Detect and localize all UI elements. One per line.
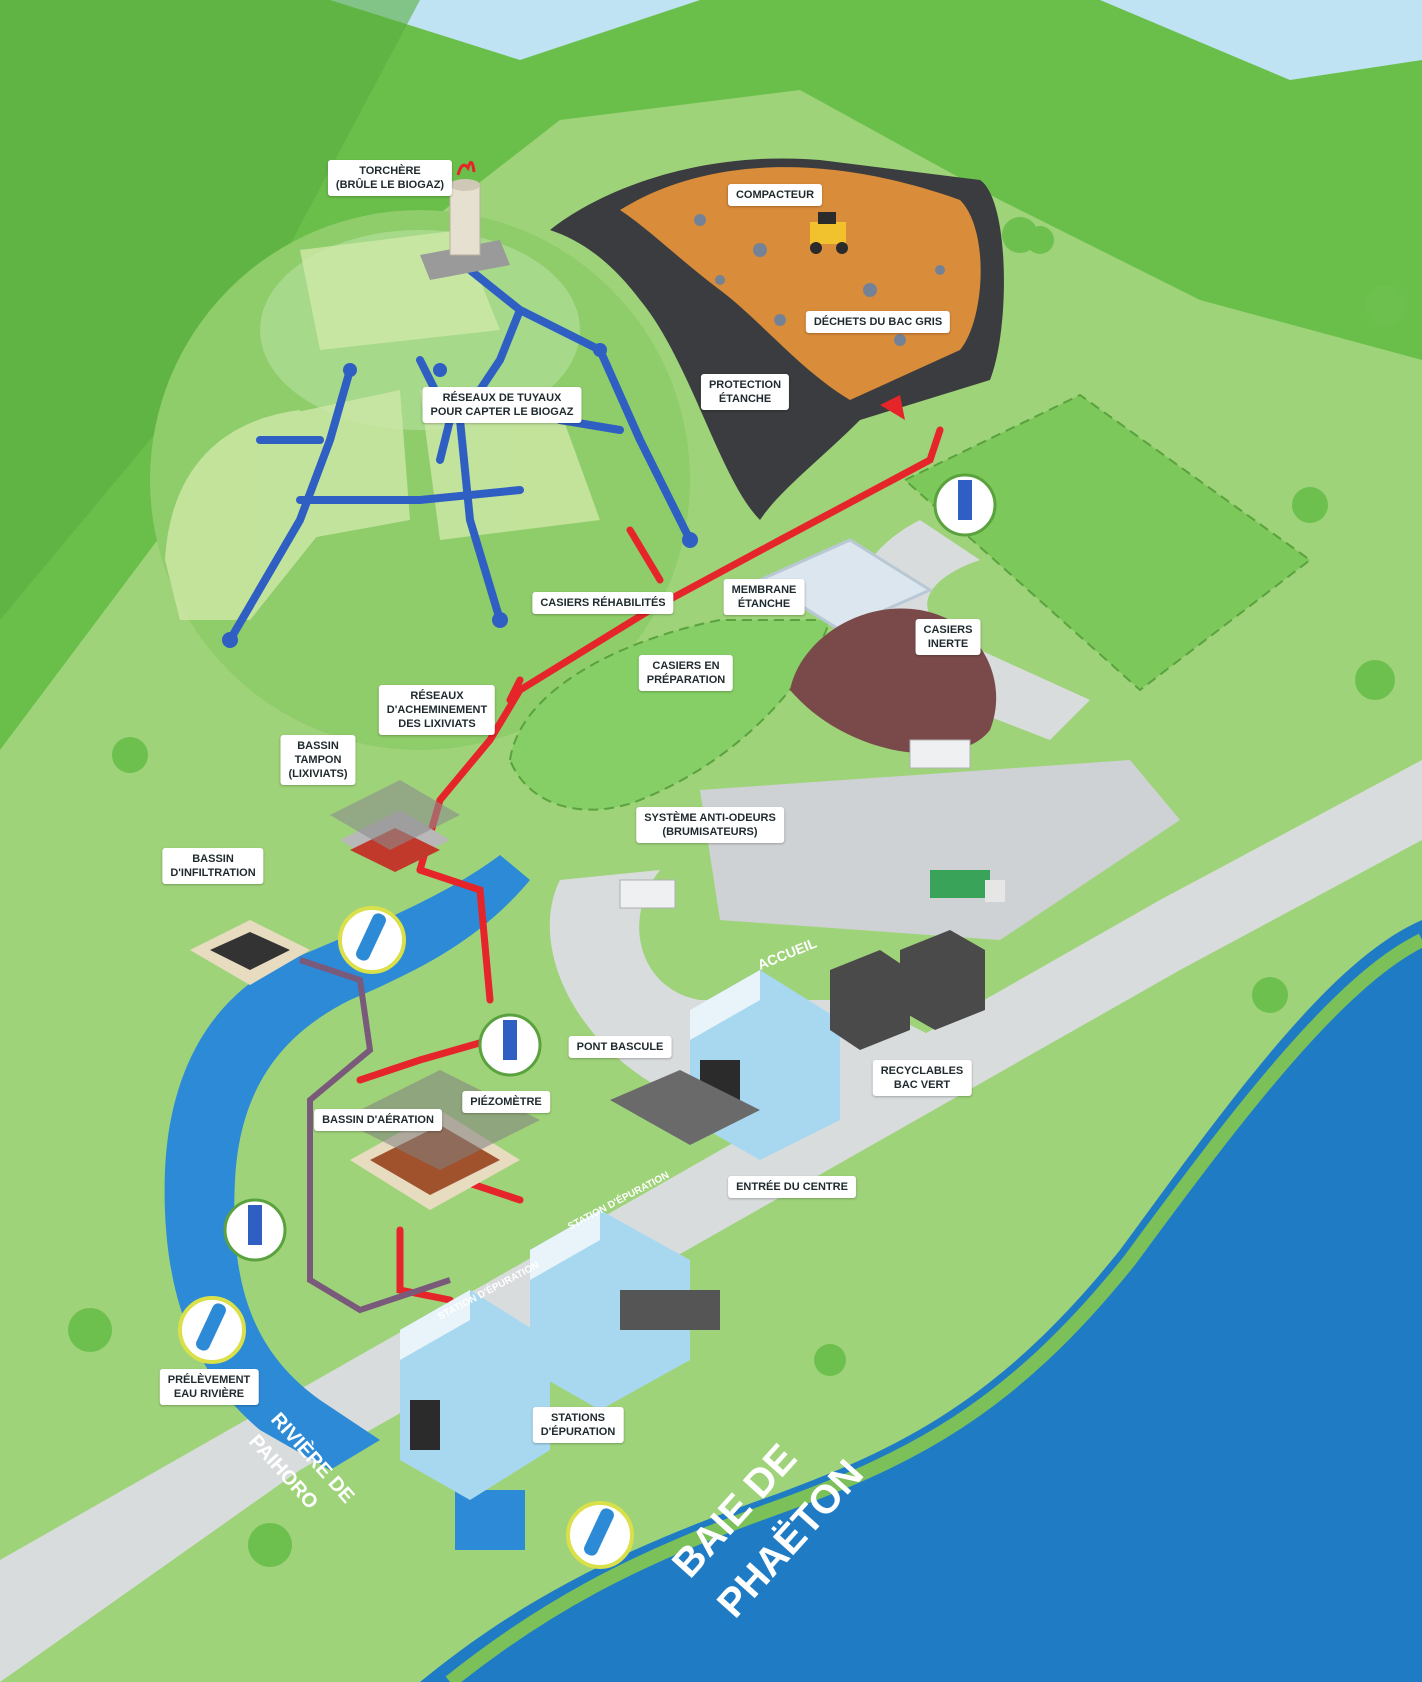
label-pont-bascule: PONT BASCULE — [568, 1036, 672, 1058]
label-bassin-tampon: BASSIN TAMPON (LIXIVIATS) — [280, 735, 356, 785]
recycling-containers — [830, 930, 985, 1050]
shoreline — [445, 933, 1422, 1682]
station-2 — [530, 1210, 690, 1410]
biogas-pipe-ends — [222, 343, 698, 648]
treated-water-pipe — [299, 957, 451, 1314]
label-compacteur: COMPACTEUR — [727, 184, 823, 206]
shrubs — [68, 217, 1405, 1567]
label-stations-epuration: STATIONS D'ÉPURATION — [532, 1407, 624, 1443]
truck-green — [930, 870, 1005, 902]
infiltration-basin — [190, 920, 310, 985]
river-paihoro — [164, 855, 530, 1470]
compactor-vehicle — [810, 212, 848, 254]
label-casiers-inerte: CASIERS INERTE — [915, 619, 981, 655]
label-membrane-etanche: MEMBRANE ÉTANCHE — [723, 579, 805, 615]
coastal-road — [0, 760, 1422, 1682]
waterproof-membrane — [756, 538, 934, 632]
river-outlet — [455, 1490, 525, 1550]
leachate-pipes — [356, 426, 944, 1304]
label-prelevement-eau-riviere: PRÉLÈVEMENT EAU RIVIÈRE — [159, 1369, 259, 1405]
truck-white-1 — [619, 879, 676, 909]
piezometer-icon-1 — [933, 473, 997, 537]
label-protection-etanche: PROTECTION ÉTANCHE — [700, 374, 790, 410]
piezometer-icon-2 — [478, 1013, 542, 1077]
sky-right — [1100, 0, 1422, 80]
label-bassin-infiltration: BASSIN D'INFILTRATION — [162, 848, 264, 884]
label-recyclables-bac-vert: RECYCLABLES BAC VERT — [872, 1060, 972, 1096]
label-reseaux-tuyaux-biogaz: RÉSEAUX DE TUYAUX POUR CAPTER LE BIOGAZ — [422, 387, 582, 423]
flare-tower — [420, 160, 510, 280]
sampling-icon-3 — [566, 1501, 634, 1569]
truck-trailer — [620, 1290, 720, 1330]
sky-gap — [340, 0, 680, 55]
leachate-arrow — [880, 395, 905, 420]
sorting-platform — [700, 760, 1180, 940]
weighbridge — [610, 1070, 760, 1145]
label-entree-du-centre: ENTRÉE DU CENTRE — [728, 1176, 856, 1198]
sampling-icon-1 — [338, 906, 406, 974]
label-torchere: TORCHÈRE (BRÛLE LE BIOGAZ) — [327, 160, 453, 196]
truck-white-2 — [909, 739, 971, 769]
label-piezometre: PIÉZOMÈTRE — [462, 1091, 550, 1113]
label-bassin-aeration: BASSIN D'AÉRATION — [314, 1109, 442, 1131]
piezometer-icon-3 — [223, 1198, 287, 1262]
label-systeme-anti-odeurs: SYSTÈME ANTI-ODEURS (BRUMISATEURS) — [636, 807, 784, 843]
station-1 — [400, 1290, 550, 1500]
grey-bin-waste — [620, 167, 981, 400]
sea — [420, 920, 1422, 1682]
label-dechets-bac-gris: DÉCHETS DU BAC GRIS — [805, 311, 951, 333]
label-casiers-rehabilites: CASIERS RÉHABILITÉS — [532, 592, 674, 614]
mountain-shade — [0, 0, 420, 620]
buffer-basin — [330, 780, 460, 872]
label-reseaux-lixiviats: RÉSEAUX D'ACHEMINEMENT DES LIXIVIATS — [378, 685, 496, 735]
field-future-cells — [903, 393, 1312, 692]
label-casiers-en-preparation: CASIERS EN PRÉPARATION — [638, 655, 734, 691]
sampling-icon-2 — [178, 1296, 246, 1364]
